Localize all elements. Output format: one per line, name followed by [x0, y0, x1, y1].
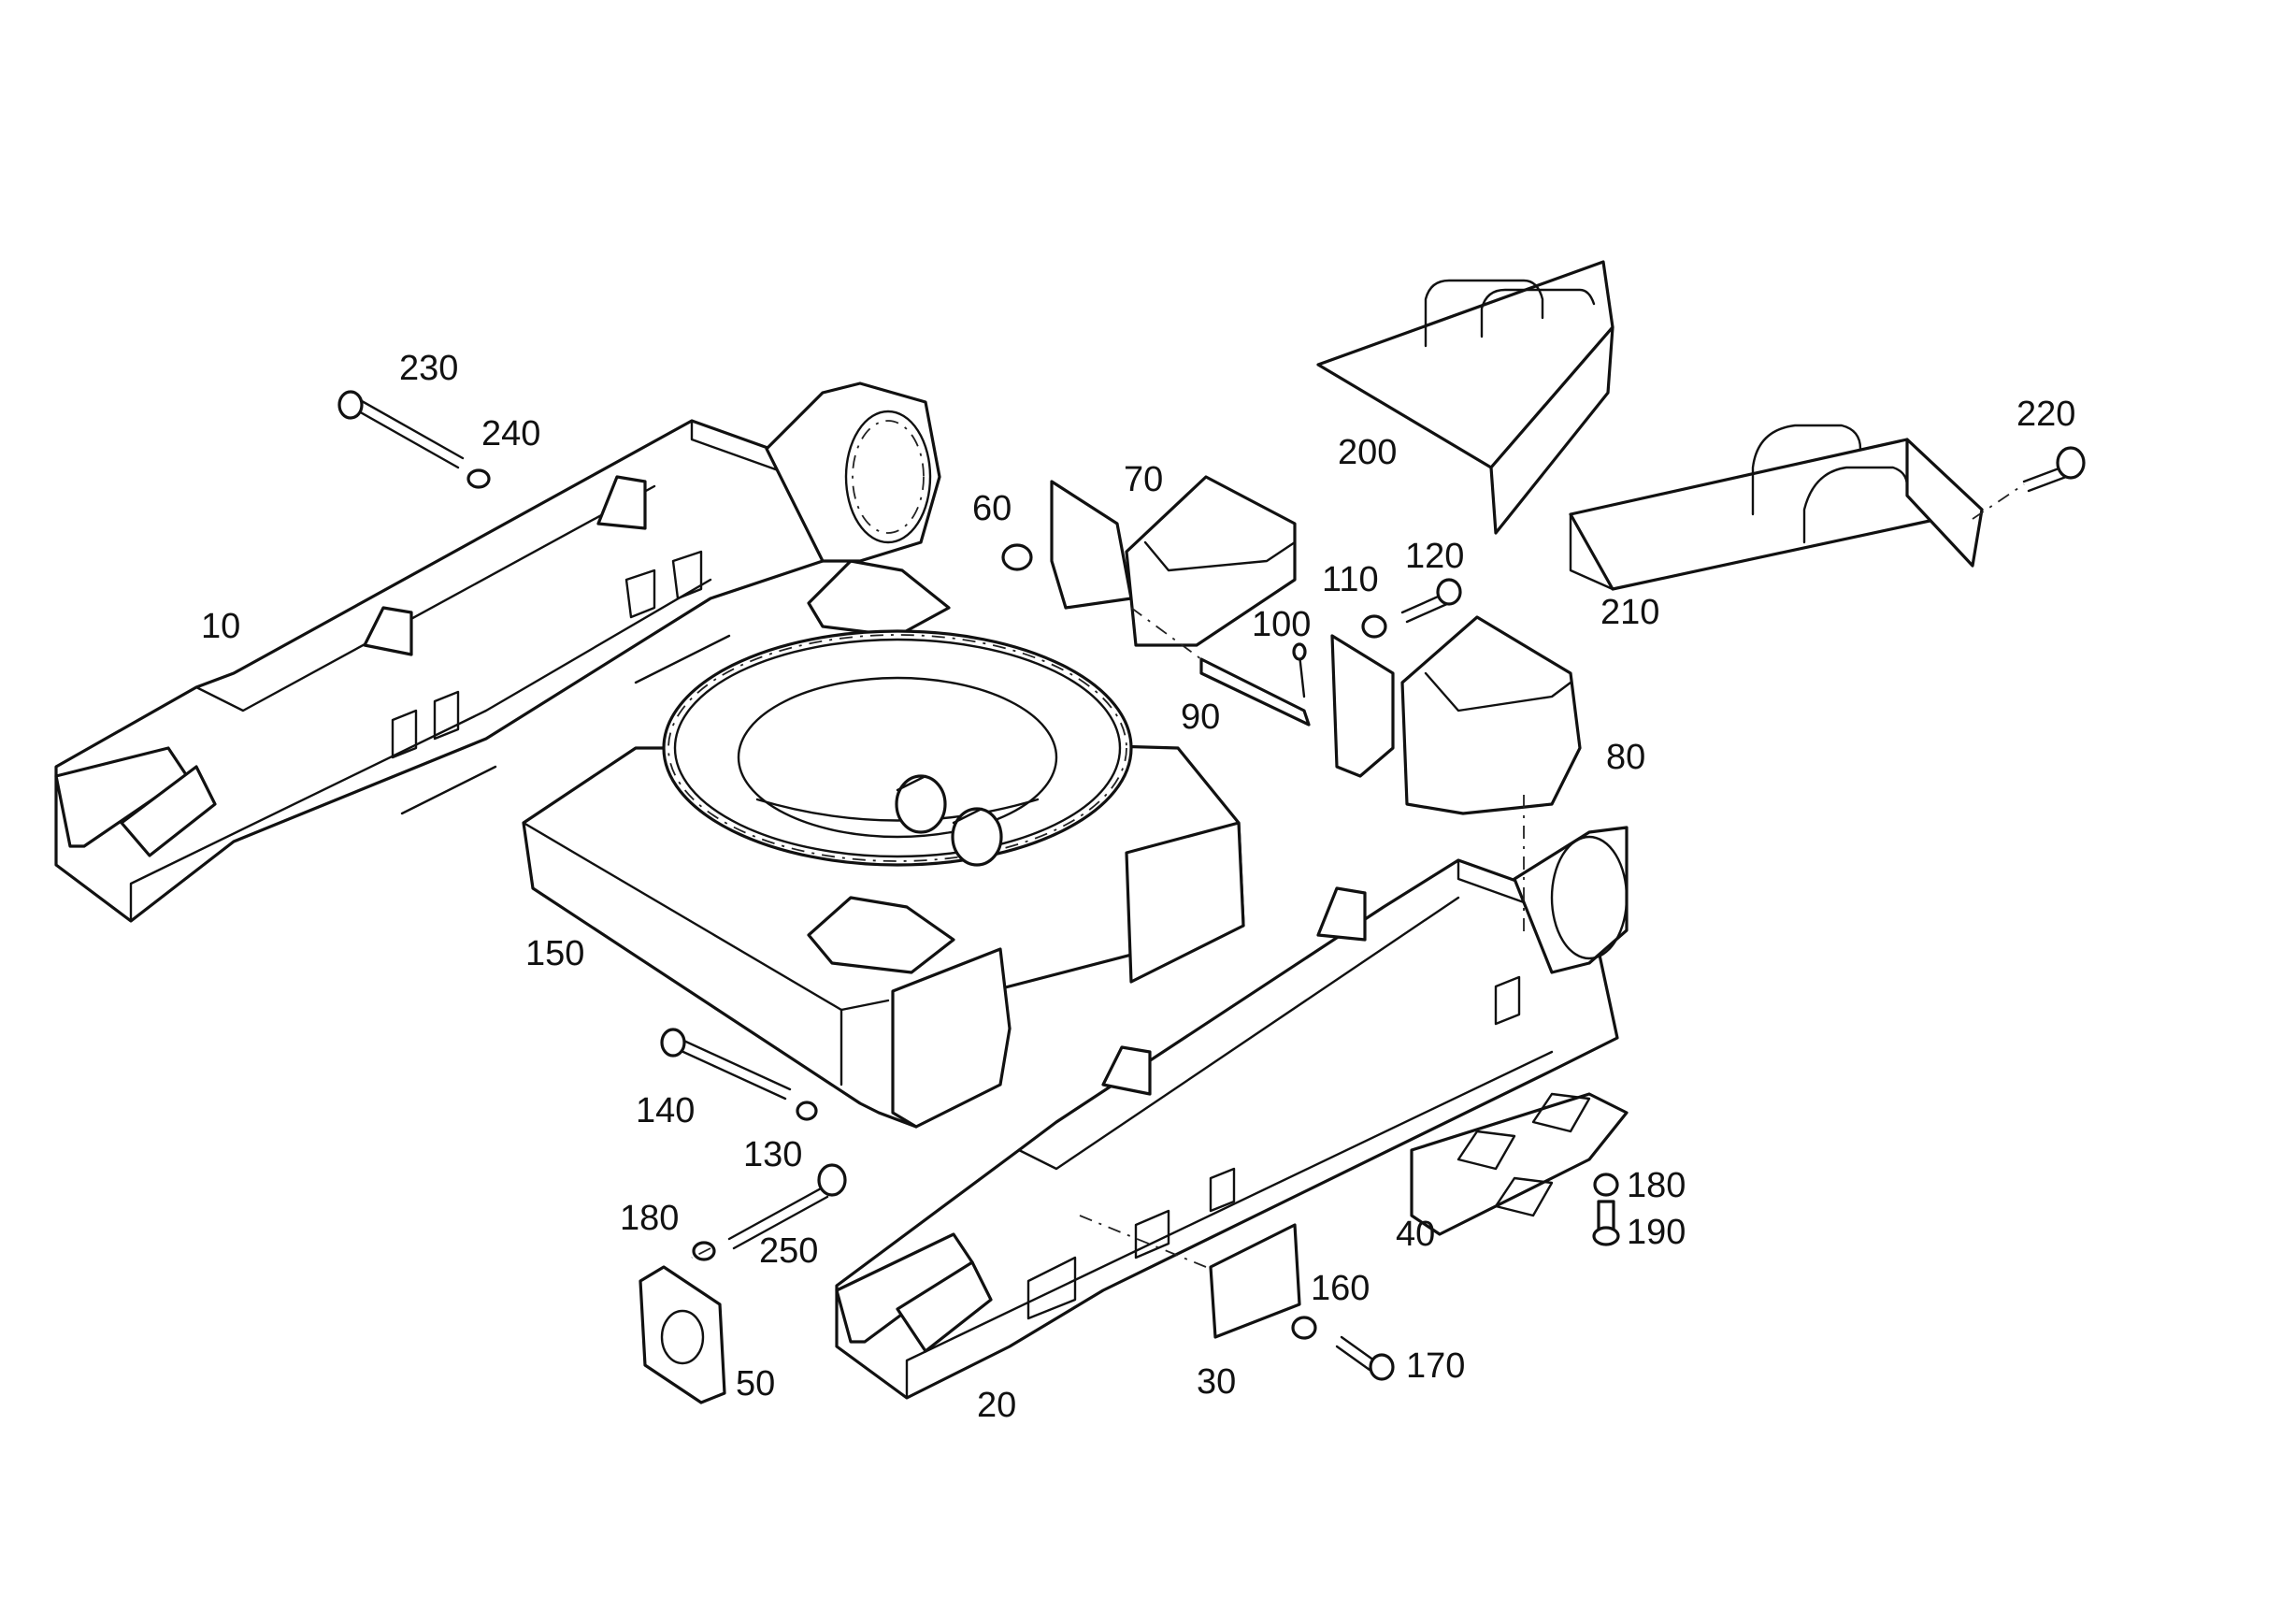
label-100: 100	[1252, 605, 1311, 644]
washer-60	[1001, 543, 1033, 571]
label-230: 230	[399, 349, 458, 388]
washer-130	[796, 1101, 818, 1121]
track-frame-20	[835, 826, 1629, 1400]
step-plate-200	[1316, 260, 1614, 535]
label-120: 120	[1405, 537, 1464, 576]
label-170: 170	[1406, 1346, 1465, 1386]
label-210: 210	[1600, 593, 1659, 632]
label-80: 80	[1606, 738, 1645, 777]
label-180-right: 180	[1627, 1166, 1686, 1205]
pin-90	[1199, 657, 1311, 727]
label-140: 140	[636, 1091, 695, 1130]
label-180-left: 180	[620, 1199, 679, 1238]
part-labels: 10 20 30 40 50 60 70 80 90 100 110 120 1…	[201, 349, 2075, 1425]
step-plate-210	[1569, 424, 1984, 591]
label-150: 150	[525, 934, 584, 973]
washer-160	[1291, 1316, 1317, 1340]
cover-plate-50	[639, 1265, 726, 1404]
track-frame-10	[54, 381, 941, 923]
label-130: 130	[743, 1135, 802, 1174]
label-160: 160	[1311, 1269, 1370, 1308]
label-240: 240	[481, 414, 540, 453]
cover-plate-30	[1209, 1223, 1301, 1339]
label-200: 200	[1338, 433, 1397, 472]
washer-240	[466, 468, 491, 489]
track-guard-40	[1410, 1092, 1629, 1236]
bolts-and-washers	[337, 390, 2086, 1381]
label-40: 40	[1396, 1215, 1435, 1254]
label-190: 190	[1627, 1213, 1686, 1252]
bolt-140	[660, 1028, 686, 1058]
label-30: 30	[1197, 1362, 1236, 1402]
washer-180-right	[1593, 1173, 1619, 1197]
label-10: 10	[201, 607, 240, 646]
step-bracket-70	[1050, 475, 1297, 647]
leader-lines	[691, 483, 2025, 1268]
bolt-250	[817, 1163, 847, 1197]
label-250: 250	[759, 1231, 818, 1271]
label-90: 90	[1181, 698, 1220, 737]
clip-100	[1298, 653, 1306, 698]
bolt-230-head	[337, 390, 364, 420]
label-50: 50	[736, 1364, 775, 1403]
washer-110	[1361, 614, 1387, 639]
label-60: 60	[972, 489, 1012, 528]
label-220: 220	[2016, 395, 2075, 434]
label-70: 70	[1124, 460, 1163, 499]
label-110: 110	[1322, 560, 1379, 599]
bolt-170	[1369, 1353, 1395, 1381]
center-frame-150	[522, 559, 1245, 1129]
bolt-220	[2056, 446, 2086, 480]
label-20: 20	[977, 1386, 1016, 1425]
step-bracket-80	[1330, 615, 1582, 815]
